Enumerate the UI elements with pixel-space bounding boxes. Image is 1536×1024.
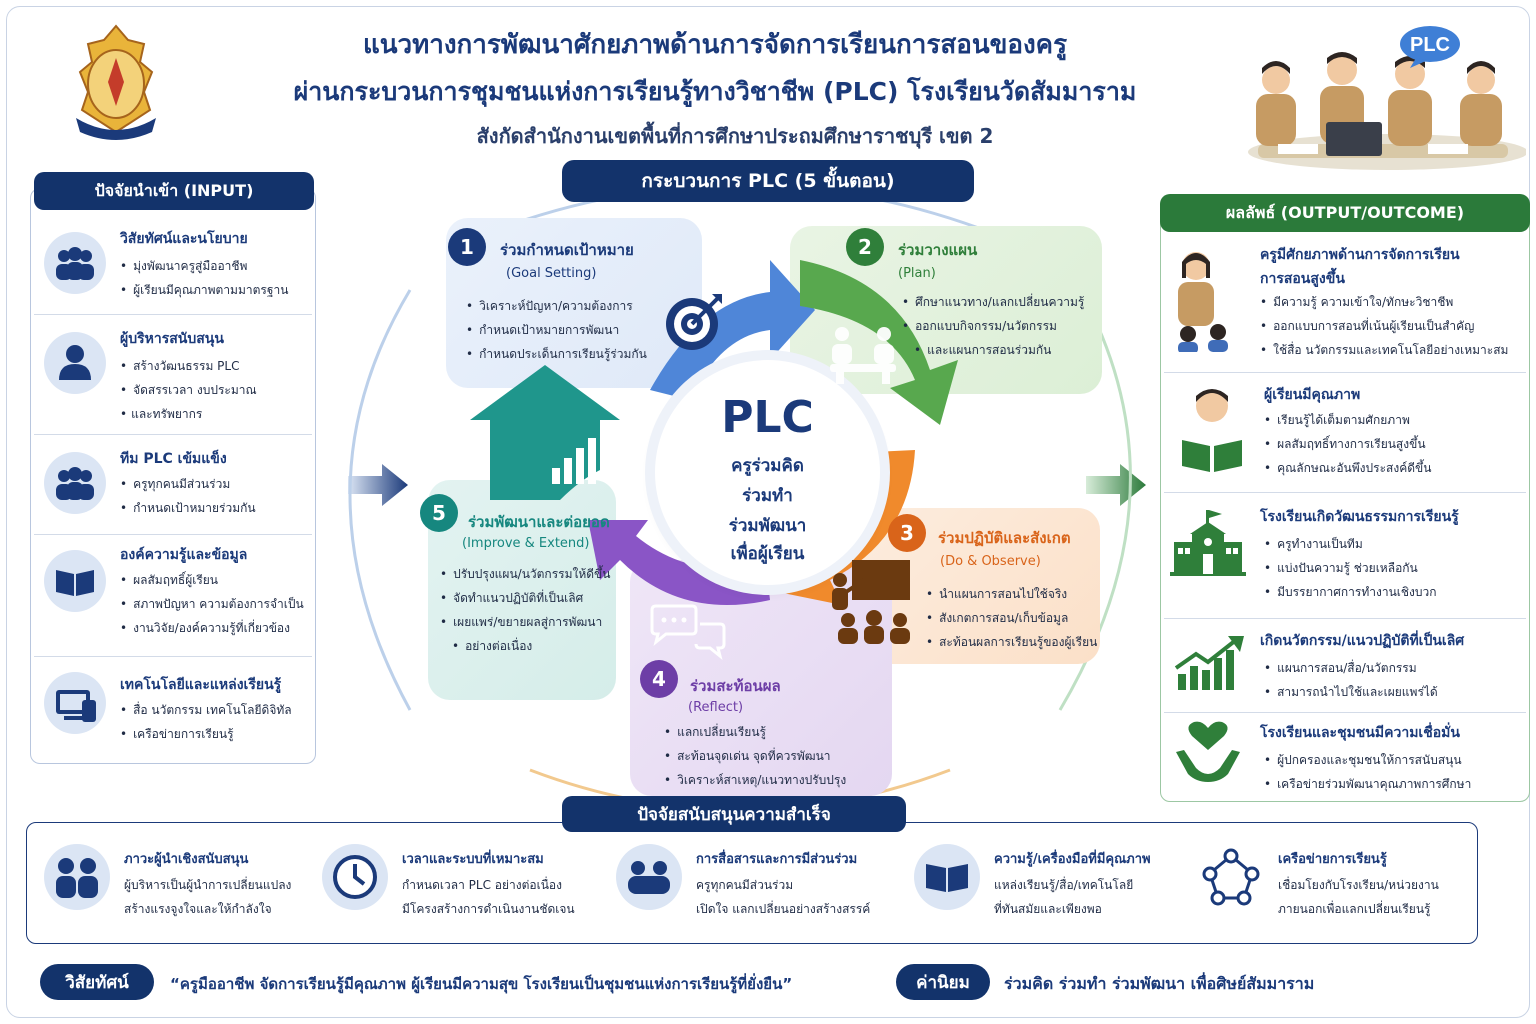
input-item-vision: วิสัยทัศน์และนโยบาย มุ่งพัฒนาครูสู่มืออา… — [44, 224, 308, 314]
step-2-subtitle: (Plan) — [898, 266, 936, 281]
heart-hands-icon — [1176, 721, 1240, 782]
output-panel-title: ผลลัพธ์ (OUTPUT/OUTCOME) — [1160, 194, 1530, 232]
step-2-list: ศึกษาแนวทาง/แลกเปลี่ยนความรู้ ออกแบบกิจก… — [902, 290, 1084, 362]
output-item-school: โรงเรียนเกิดวัฒนธรรมการเรียนรู้ ครูทำงาน… — [1168, 500, 1524, 610]
network-icon — [1198, 844, 1264, 910]
output-item-trust: โรงเรียนและชุมชนมีความเชื่อมั่น ผู้ปกครอ… — [1168, 716, 1524, 800]
support-item-network: เครือข่ายการเรียนรู้ เชื่อมโยงกับโรงเรีย… — [1198, 840, 1474, 930]
divider — [34, 656, 312, 657]
plc-bubble-text: PLC — [1410, 34, 1450, 56]
support-item-leadership: ภาวะผู้นำเชิงสนับสนุน ผู้บริหารเป็นผู้นำ… — [44, 840, 320, 930]
values-label: ค่านิยม — [896, 964, 990, 1000]
teachers-meeting-illustration: PLC — [1248, 26, 1526, 170]
step-4-subtitle: (Reflect) — [688, 700, 744, 715]
growth-chart-icon — [1174, 636, 1244, 690]
divider — [34, 534, 312, 535]
clock-icon — [322, 844, 388, 910]
leaders-icon — [44, 844, 110, 910]
divider — [1164, 372, 1526, 373]
step-2-title: ร่วมวางแผน — [898, 241, 978, 259]
step-1-list: วิเคราะห์ปัญหา/ความต้องการ กำหนดเป้าหมาย… — [466, 294, 647, 366]
book-open-icon — [914, 844, 980, 910]
student-reading-icon — [1182, 389, 1242, 472]
planning-meeting-icon — [830, 327, 896, 384]
divider — [34, 314, 312, 315]
step-3-list: นำแผนการสอนไปใช้จริง สังเกตการสอน/เก็บข้… — [926, 582, 1097, 654]
step-3-title: ร่วมปฏิบัติและสังเกต — [938, 529, 1071, 547]
divider — [34, 434, 312, 435]
input-item-knowledge: องค์ความรู้และข้อมูล ผลสัมฤทธิ์ผู้เรียนส… — [44, 542, 308, 652]
input-arrow-icon — [348, 464, 408, 506]
manager-icon — [44, 332, 106, 394]
step-4-list: แลกเปลี่ยนเรียนรู้ สะท้อนจุดเด่น จุดที่ค… — [664, 720, 846, 792]
plc-hub — [655, 360, 880, 585]
output-item-students: ผู้เรียนมีคุณภาพ เรียนรู้ได้เต็มตามศักยภ… — [1168, 378, 1524, 488]
step-3-number: 3 — [888, 514, 926, 552]
step-5-subtitle: (Improve & Extend) — [462, 536, 590, 551]
page-title: แนวทางการพัฒนาศักยภาพด้านการจัดการเรียนก… — [362, 30, 1068, 60]
step-3-subtitle: (Do & Observe) — [940, 554, 1041, 569]
devices-icon — [44, 672, 106, 734]
step-1-subtitle: (Goal Setting) — [506, 266, 597, 281]
support-item-tools: ความรู้/เครื่องมือที่มีคุณภาพ แหล่งเรียน… — [914, 840, 1204, 930]
teacher-icon — [1178, 252, 1228, 352]
output-item-innovation: เกิดนวัตกรรม/แนวปฏิบัติที่เป็นเลิศ แผนกา… — [1168, 624, 1524, 708]
support-title: ปัจจัยสนับสนุนความสำเร็จ — [562, 796, 906, 832]
input-item-technology: เทคโนโลยีและแหล่งเรียนรู้ สื่อ นวัตกรรม … — [44, 664, 308, 754]
input-item-admin: ผู้บริหารสนับสนุน สร้างวัฒนธรรม PLCจัดสร… — [44, 324, 308, 434]
step-1-title: ร่วมกำหนดเป้าหมาย — [500, 241, 634, 259]
hub-line-4: เพื่อผู้เรียน — [730, 544, 805, 564]
input-panel-title: ปัจจัยนำเข้า (INPUT) — [34, 172, 314, 210]
school-icon — [1170, 510, 1246, 576]
step-4-title: ร่วมสะท้อนผล — [690, 677, 781, 695]
target-icon — [666, 294, 722, 350]
values-text: ร่วมคิด ร่วมทำ ร่วมพัฒนา เพื่อศิษย์สัมมา… — [1004, 974, 1315, 993]
hub-title: PLC — [721, 392, 814, 443]
step-2-number: 2 — [846, 228, 884, 266]
divider — [1164, 618, 1526, 619]
people-group-icon — [44, 232, 106, 294]
step-5-number: 5 — [420, 494, 458, 532]
divider — [1164, 492, 1526, 493]
book-icon — [44, 550, 106, 612]
hub-line-3: ร่วมพัฒนา — [728, 516, 807, 536]
classroom-teaching-icon — [832, 560, 910, 644]
page-subtitle: สังกัดสำนักงานเขตพื้นที่การศึกษาประถมศึก… — [476, 124, 994, 148]
output-item-teacher: ครูมีศักยภาพด้านการจัดการเรียน การสอนสูง… — [1168, 238, 1524, 366]
step-5-list: ปรับปรุงแผน/นวัตกรรมให้ดีขึ้น จัดทำแนวปฏ… — [440, 562, 610, 658]
page-title-line2: ผ่านกระบวนการชุมชนแห่งการเรียนรู้ทางวิชา… — [293, 77, 1137, 106]
hub-line-2: ร่วมทำ — [742, 486, 793, 506]
group-icon — [616, 844, 682, 910]
input-item-team: ทีม PLC เข้มแข็ง ครูทุกคนมีส่วนร่วมกำหนด… — [44, 444, 308, 534]
school-logo-icon — [76, 24, 156, 140]
step-1-number: 1 — [448, 228, 486, 266]
support-item-time: เวลาและระบบที่เหมาะสม กำหนดเวลา PLC อย่า… — [322, 840, 612, 930]
bar-chart-icon — [552, 438, 596, 484]
chat-bubbles-icon — [650, 604, 726, 660]
process-title: กระบวนการ PLC (5 ขั้นตอน) — [562, 160, 974, 202]
support-item-communication: การสื่อสารและการมีส่วนร่วม ครูทุกคนมีส่ว… — [616, 840, 912, 930]
step-4-number: 4 — [640, 660, 678, 698]
divider — [1164, 712, 1526, 713]
step-5-title: ร่วมพัฒนาและต่อยอด — [468, 513, 610, 531]
team-icon — [44, 452, 106, 514]
hub-line-1: ครูร่วมคิด — [731, 456, 804, 476]
vision-label: วิสัยทัศน์ — [40, 964, 154, 1000]
vision-text: “ครูมืออาชีพ จัดการเรียนรู้มีคุณภาพ ผู้เ… — [170, 975, 793, 993]
